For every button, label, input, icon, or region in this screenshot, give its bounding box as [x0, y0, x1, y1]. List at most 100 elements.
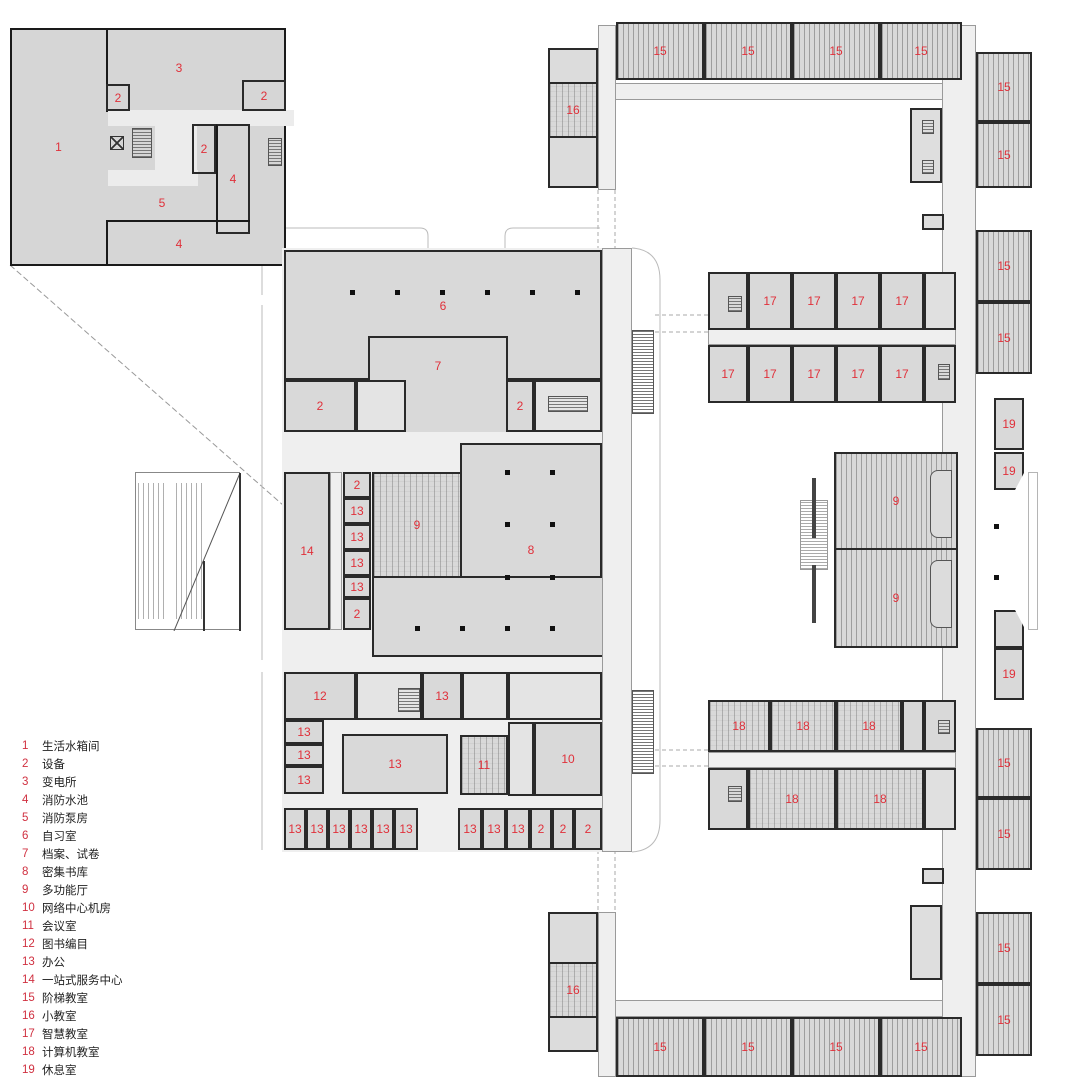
server-aux: [508, 722, 534, 796]
room-8-stacks-lower: [372, 576, 604, 657]
smart-classroom-17: 17: [836, 345, 880, 403]
classroom-16-south: 16: [548, 962, 598, 1018]
smart-classroom-17: 17: [748, 272, 792, 330]
wing-17-wc: [924, 272, 956, 330]
inset-room-4-right: 4: [216, 124, 250, 234]
lecture-hall-15: 15: [976, 122, 1032, 188]
computer-lab-18: 18: [770, 700, 836, 752]
stair-block-2: [508, 672, 602, 720]
room-2-right-top: 2: [506, 380, 534, 432]
east-stair-north: [632, 330, 654, 414]
computer-lab-18: 18: [836, 768, 924, 830]
room-13-large: 13: [342, 734, 448, 794]
computer-lab-18: 18: [708, 700, 770, 752]
equipment-2: 2: [530, 808, 552, 850]
computer-lab-18: 18: [748, 768, 836, 830]
entrance-canopy: [135, 472, 241, 631]
inset-room-1: 1: [55, 140, 62, 154]
core-top: [356, 380, 406, 432]
classroom-15: 15: [704, 1017, 792, 1077]
elevator-south: [922, 868, 944, 884]
classroom-15: 15: [792, 1017, 880, 1077]
office-13: 13: [458, 808, 482, 850]
lounge-19: 19: [994, 648, 1024, 700]
lounge-19: 19: [994, 398, 1024, 450]
lecture-hall-15: 15: [976, 230, 1032, 302]
inset-room-2-right: 2: [242, 80, 286, 111]
smart-classroom-17: 17: [708, 345, 748, 403]
smart-classroom-17: 17: [792, 272, 836, 330]
room-9-multipurpose: 9: [372, 472, 462, 578]
stair-icon-bottom: [398, 688, 420, 712]
west-north-corridor: [598, 25, 616, 190]
room-2-c: 2: [343, 472, 371, 498]
equipment-2: 2: [552, 808, 574, 850]
room-13-h: 13: [284, 766, 324, 794]
inset-stair: [132, 128, 152, 158]
office-13: 13: [394, 808, 418, 850]
computer-lab-18: 18: [836, 700, 902, 752]
classroom-15: 15: [792, 22, 880, 80]
office-13: 13: [506, 808, 530, 850]
office-13: 13: [482, 808, 506, 850]
inset-room-5: 5: [158, 196, 166, 210]
lecture-hall-15: 15: [976, 984, 1032, 1056]
room-2-left-top: 2: [284, 380, 356, 432]
wing-18-corridor: [708, 752, 956, 768]
office-13: 13: [328, 808, 350, 850]
library-east-corridor: [602, 248, 632, 852]
spine-stair-south: [910, 905, 942, 980]
room-12-cataloging: 12: [284, 672, 356, 720]
lecture-hall-15: 15: [976, 912, 1032, 984]
room-13-f: 13: [284, 720, 324, 744]
room-13-c: 13: [343, 550, 371, 576]
north-corridor: [610, 83, 962, 100]
office-13: 13: [306, 808, 328, 850]
inset-room-2-mid: 2: [192, 124, 216, 174]
west-south-corridor: [598, 912, 616, 1077]
lecture-hall-15: 15: [976, 52, 1032, 122]
classroom-15: 15: [880, 1017, 962, 1077]
wing-18-wc: [924, 768, 956, 830]
smart-classroom-17: 17: [880, 272, 924, 330]
wing-17-corridor: [708, 329, 956, 345]
room-2-d: 2: [343, 598, 371, 630]
south-corridor: [610, 1000, 962, 1017]
inset-elevator-icon: [110, 136, 124, 150]
classroom-15: 15: [704, 22, 792, 80]
lecture-hall-15: 15: [976, 728, 1032, 798]
smart-classroom-17: 17: [880, 345, 924, 403]
stair-icon-top: [548, 396, 588, 412]
classroom-15: 15: [616, 22, 704, 80]
room-13-e: 13: [422, 672, 462, 720]
lecture-hall-15: 15: [976, 302, 1032, 374]
classroom-15: 15: [880, 22, 962, 80]
wing-18-aux: [902, 700, 924, 752]
smart-classroom-17: 17: [748, 345, 792, 403]
inset-room-3: 3: [106, 28, 250, 112]
inset-plan: 1 3 2 2 2 4 5 4: [10, 28, 294, 266]
room-10-server: 10: [534, 722, 602, 796]
classroom-15: 15: [616, 1017, 704, 1077]
east-stair-south: [632, 690, 654, 774]
classroom-16-north: 16: [548, 82, 598, 138]
equipment-2: 2: [574, 808, 602, 850]
